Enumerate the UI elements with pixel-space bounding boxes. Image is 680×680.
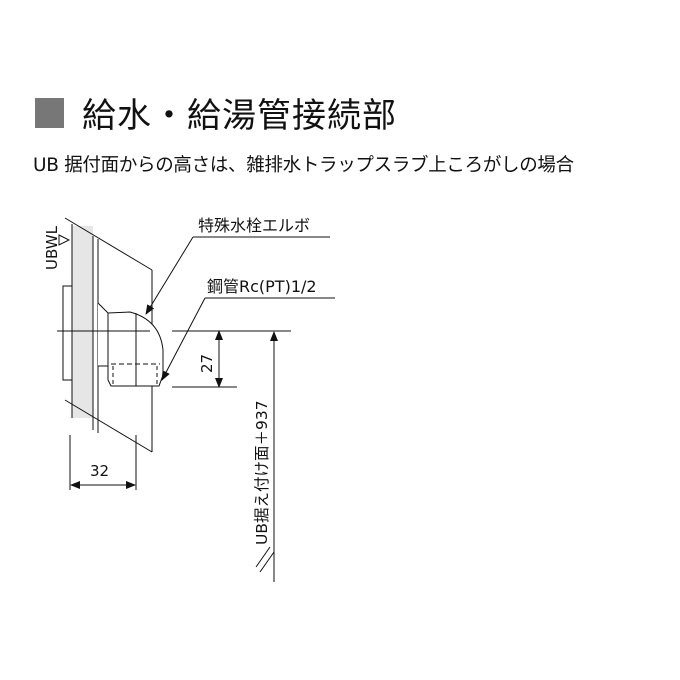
page-title: 給水・給湯管接続部 [82, 96, 397, 136]
pipe-label: 鋼管Rc(PT)1/2 [207, 277, 317, 296]
elbow-fitting [97, 302, 164, 387]
elbow-leader [145, 236, 194, 315]
floor-dimension: UB据え付け面＋937 [253, 400, 271, 545]
elbow-label: 特殊水栓エルボ [198, 216, 310, 235]
title-square-icon [35, 98, 64, 128]
wall-top-edge [64, 217, 153, 271]
wall-bottom-edge [64, 399, 153, 453]
page-subtitle: UB 据付面からの高さは、雑排水トラップスラブ上ころがしの場合 [33, 155, 574, 176]
pipe-leader [161, 297, 206, 381]
level-label: UBWL [43, 225, 61, 270]
level-triangle-icon [58, 234, 71, 246]
height-dimension: 27 [198, 354, 216, 373]
depth-dimension: 32 [90, 462, 109, 480]
wall-plate [62, 285, 73, 381]
wall-panel [72, 226, 93, 418]
